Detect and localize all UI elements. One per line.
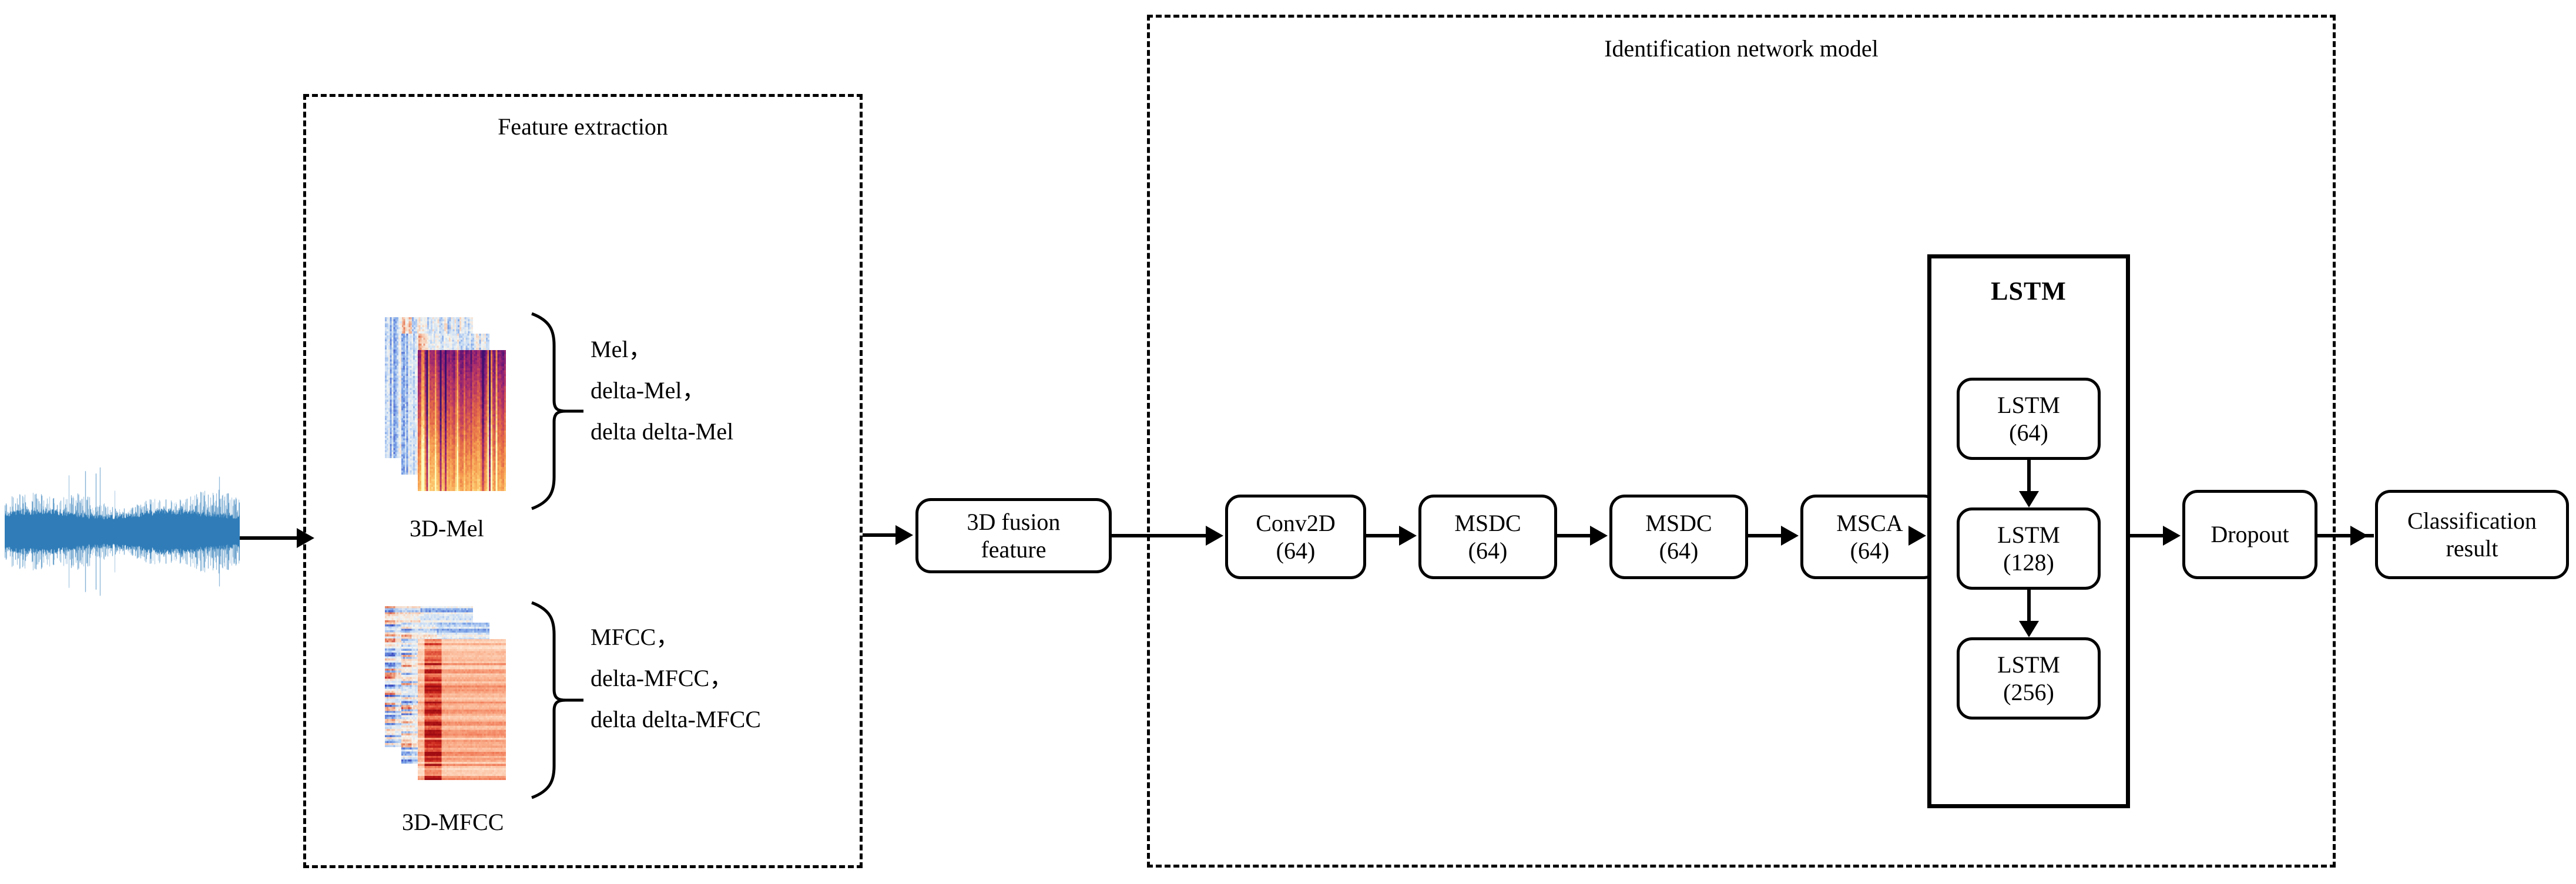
block-3d-fusion-feature-line-2: feature xyxy=(981,536,1046,563)
block-dropout-line-1: Dropout xyxy=(2211,521,2289,548)
block-lstm-128-line-1: LSTM xyxy=(1997,521,2060,548)
arrowhead-features-to-fusion xyxy=(895,525,913,545)
arrowhead-msdc2-to-msca xyxy=(1781,526,1799,546)
block-msdc-2-line-1: MSDC xyxy=(1645,509,1712,536)
block-lstm-256-line-1: LSTM xyxy=(1997,651,2060,678)
connector-msdc2-to-msca xyxy=(1748,534,1785,537)
mel-brace xyxy=(520,311,585,511)
connector-lstm-to-dropout xyxy=(2130,534,2166,537)
mfcc-component-2: delta-MFCC， xyxy=(591,665,733,691)
block-classification-result-line-2: result xyxy=(2446,535,2498,562)
block-msca-line-2: (64) xyxy=(1850,537,1890,564)
block-msdc-1-line-2: (64) xyxy=(1468,537,1508,564)
mel-component-3: delta delta-Mel xyxy=(591,418,734,445)
mfcc-plate-front xyxy=(418,639,506,780)
block-lstm-128-line-2: (128) xyxy=(2003,549,2054,576)
mfcc-stack-label: 3D-MFCC xyxy=(402,809,504,835)
audio-waveform xyxy=(5,464,240,599)
arrowhead-lstm128-to-lstm256 xyxy=(2019,621,2039,637)
block-conv2d-line-1: Conv2D xyxy=(1256,509,1336,536)
connector-msdc1-to-msdc2 xyxy=(1557,534,1594,537)
block-conv2d-line-2: (64) xyxy=(1276,537,1316,564)
block-lstm-128[interactable]: LSTM (128) xyxy=(1957,507,2101,590)
mfcc-components-label: MFCC， delta-MFCC， delta delta-MFCC xyxy=(591,617,761,740)
arrowhead-lstm64-to-lstm128 xyxy=(2019,491,2039,507)
group-title-feature-extraction: Feature extraction xyxy=(498,113,668,140)
connector-conv2d-to-msdc1 xyxy=(1366,534,1403,537)
block-classification-result[interactable]: Classification result xyxy=(2375,490,2569,579)
block-msdc-1-line-1: MSDC xyxy=(1454,509,1521,536)
mfcc-component-1: MFCC， xyxy=(591,624,680,650)
block-conv2d[interactable]: Conv2D (64) xyxy=(1225,495,1366,579)
block-lstm-64[interactable]: LSTM (64) xyxy=(1957,378,2101,460)
lstm-block-container: LSTM LSTM (64) LSTM (128) LSTM (256) xyxy=(1927,254,2130,808)
connector-dropout-to-result xyxy=(2317,534,2374,537)
mel-plate-front xyxy=(418,350,506,491)
arrowhead-lstm-to-dropout xyxy=(2163,526,2181,546)
connector-fusion-to-conv2d xyxy=(1112,534,1209,537)
mel-components-label: Mel， delta-Mel， delta delta-Mel xyxy=(591,329,733,452)
block-lstm-64-line-1: LSTM xyxy=(1997,391,2060,418)
mfcc-component-3: delta delta-MFCC xyxy=(591,706,761,732)
arrowhead-fusion-to-conv2d xyxy=(1206,526,1223,546)
lstm-block-title: LSTM xyxy=(1991,277,2067,305)
block-3d-fusion-feature-line-1: 3D fusion xyxy=(967,508,1061,535)
arrowhead-conv2d-to-msdc1 xyxy=(1399,526,1417,546)
arrowhead-msca-to-lstm xyxy=(1908,526,1926,546)
block-lstm-256-line-2: (256) xyxy=(2003,679,2054,705)
connector-input-to-features xyxy=(240,536,301,540)
block-msca-line-1: MSCA xyxy=(1836,509,1903,536)
mel-stack-label: 3D-Mel xyxy=(410,515,484,542)
mel-component-2: delta-Mel， xyxy=(591,377,706,404)
mfcc-brace xyxy=(520,600,585,800)
mfcc-spectrogram-stack xyxy=(385,606,538,800)
block-dropout[interactable]: Dropout xyxy=(2182,490,2317,579)
mel-component-1: Mel， xyxy=(591,336,652,362)
group-title-identification-network-model: Identification network model xyxy=(1604,35,1879,62)
group-feature-extraction xyxy=(303,94,863,868)
block-msdc-2-line-2: (64) xyxy=(1659,537,1699,564)
block-lstm-64-line-2: (64) xyxy=(2009,419,2048,446)
block-lstm-256[interactable]: LSTM (256) xyxy=(1957,637,2101,720)
connector-features-to-fusion xyxy=(863,533,899,537)
block-msdc-2[interactable]: MSDC (64) xyxy=(1609,495,1748,579)
block-msdc-1[interactable]: MSDC (64) xyxy=(1418,495,1557,579)
arrowhead-msdc1-to-msdc2 xyxy=(1590,526,1608,546)
mel-spectrogram-stack xyxy=(385,317,538,505)
arrowhead-dropout-to-result xyxy=(2350,526,2368,546)
connector-lstm64-to-lstm128 xyxy=(2027,460,2031,499)
group-identification-network-model xyxy=(1147,15,2336,868)
block-classification-result-line-1: Classification xyxy=(2407,507,2537,534)
connector-lstm128-to-lstm256 xyxy=(2027,590,2031,628)
block-3d-fusion-feature[interactable]: 3D fusion feature xyxy=(915,498,1112,573)
